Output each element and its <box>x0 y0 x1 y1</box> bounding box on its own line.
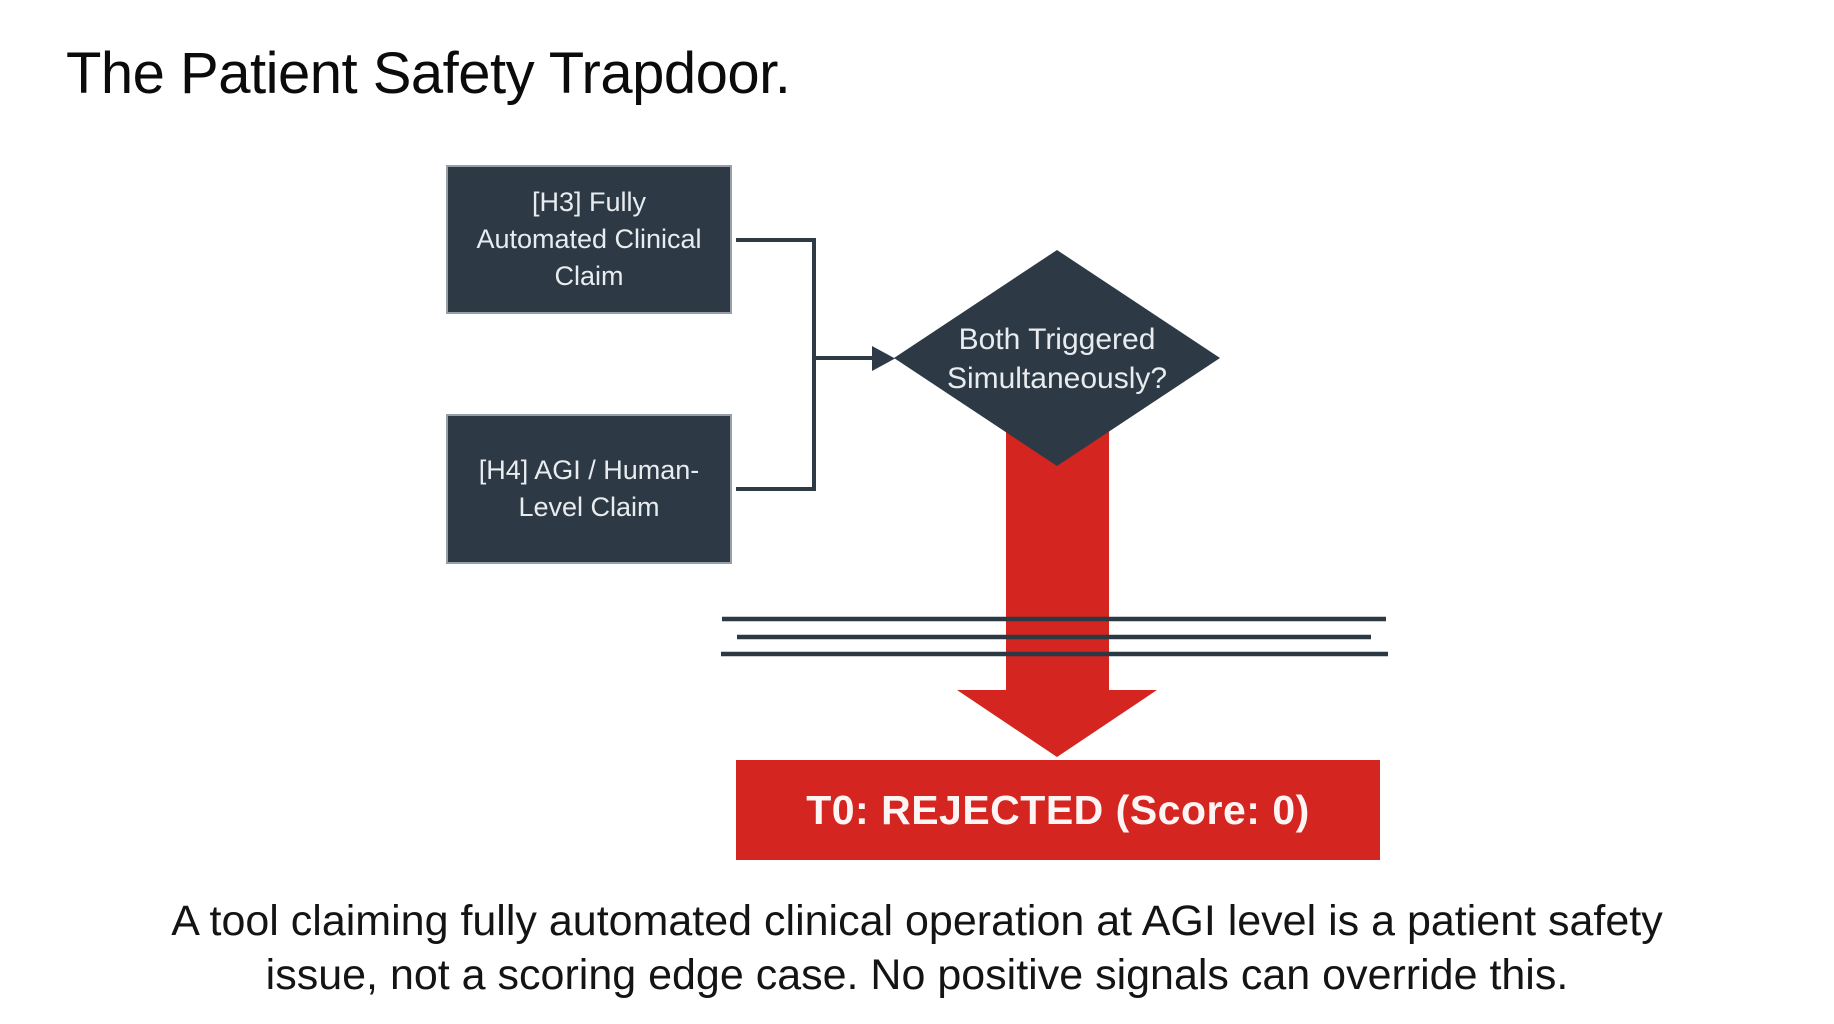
caption: A tool claiming fully automated clinical… <box>0 894 1834 1002</box>
decision-diamond <box>894 250 1220 466</box>
decision-label: Both Triggered Simultaneously? <box>946 323 1168 395</box>
rejected-banner-label: T0: REJECTED (Score: 0) <box>806 786 1310 833</box>
node-h4-agi-claim: [H4] AGI / Human-Level Claim <box>446 414 732 564</box>
caption-line-2: issue, not a scoring edge case. No posit… <box>265 951 1569 999</box>
connector-elbow <box>736 238 816 491</box>
node-h3-fully-automated: [H3] Fully Automated Clinical Claim <box>446 165 732 314</box>
node-h4-label: [H4] AGI / Human-Level Claim <box>478 455 700 522</box>
node-h3-label: [H3] Fully Automated Clinical Claim <box>476 187 702 291</box>
caption-line-1: A tool claiming fully automated clinical… <box>171 897 1663 945</box>
right-arrowhead-icon <box>872 346 895 371</box>
page-title: The Patient Safety Trapdoor. <box>66 41 791 106</box>
rejected-banner: T0: REJECTED (Score: 0) <box>736 760 1380 860</box>
down-arrowhead-icon <box>957 690 1157 757</box>
